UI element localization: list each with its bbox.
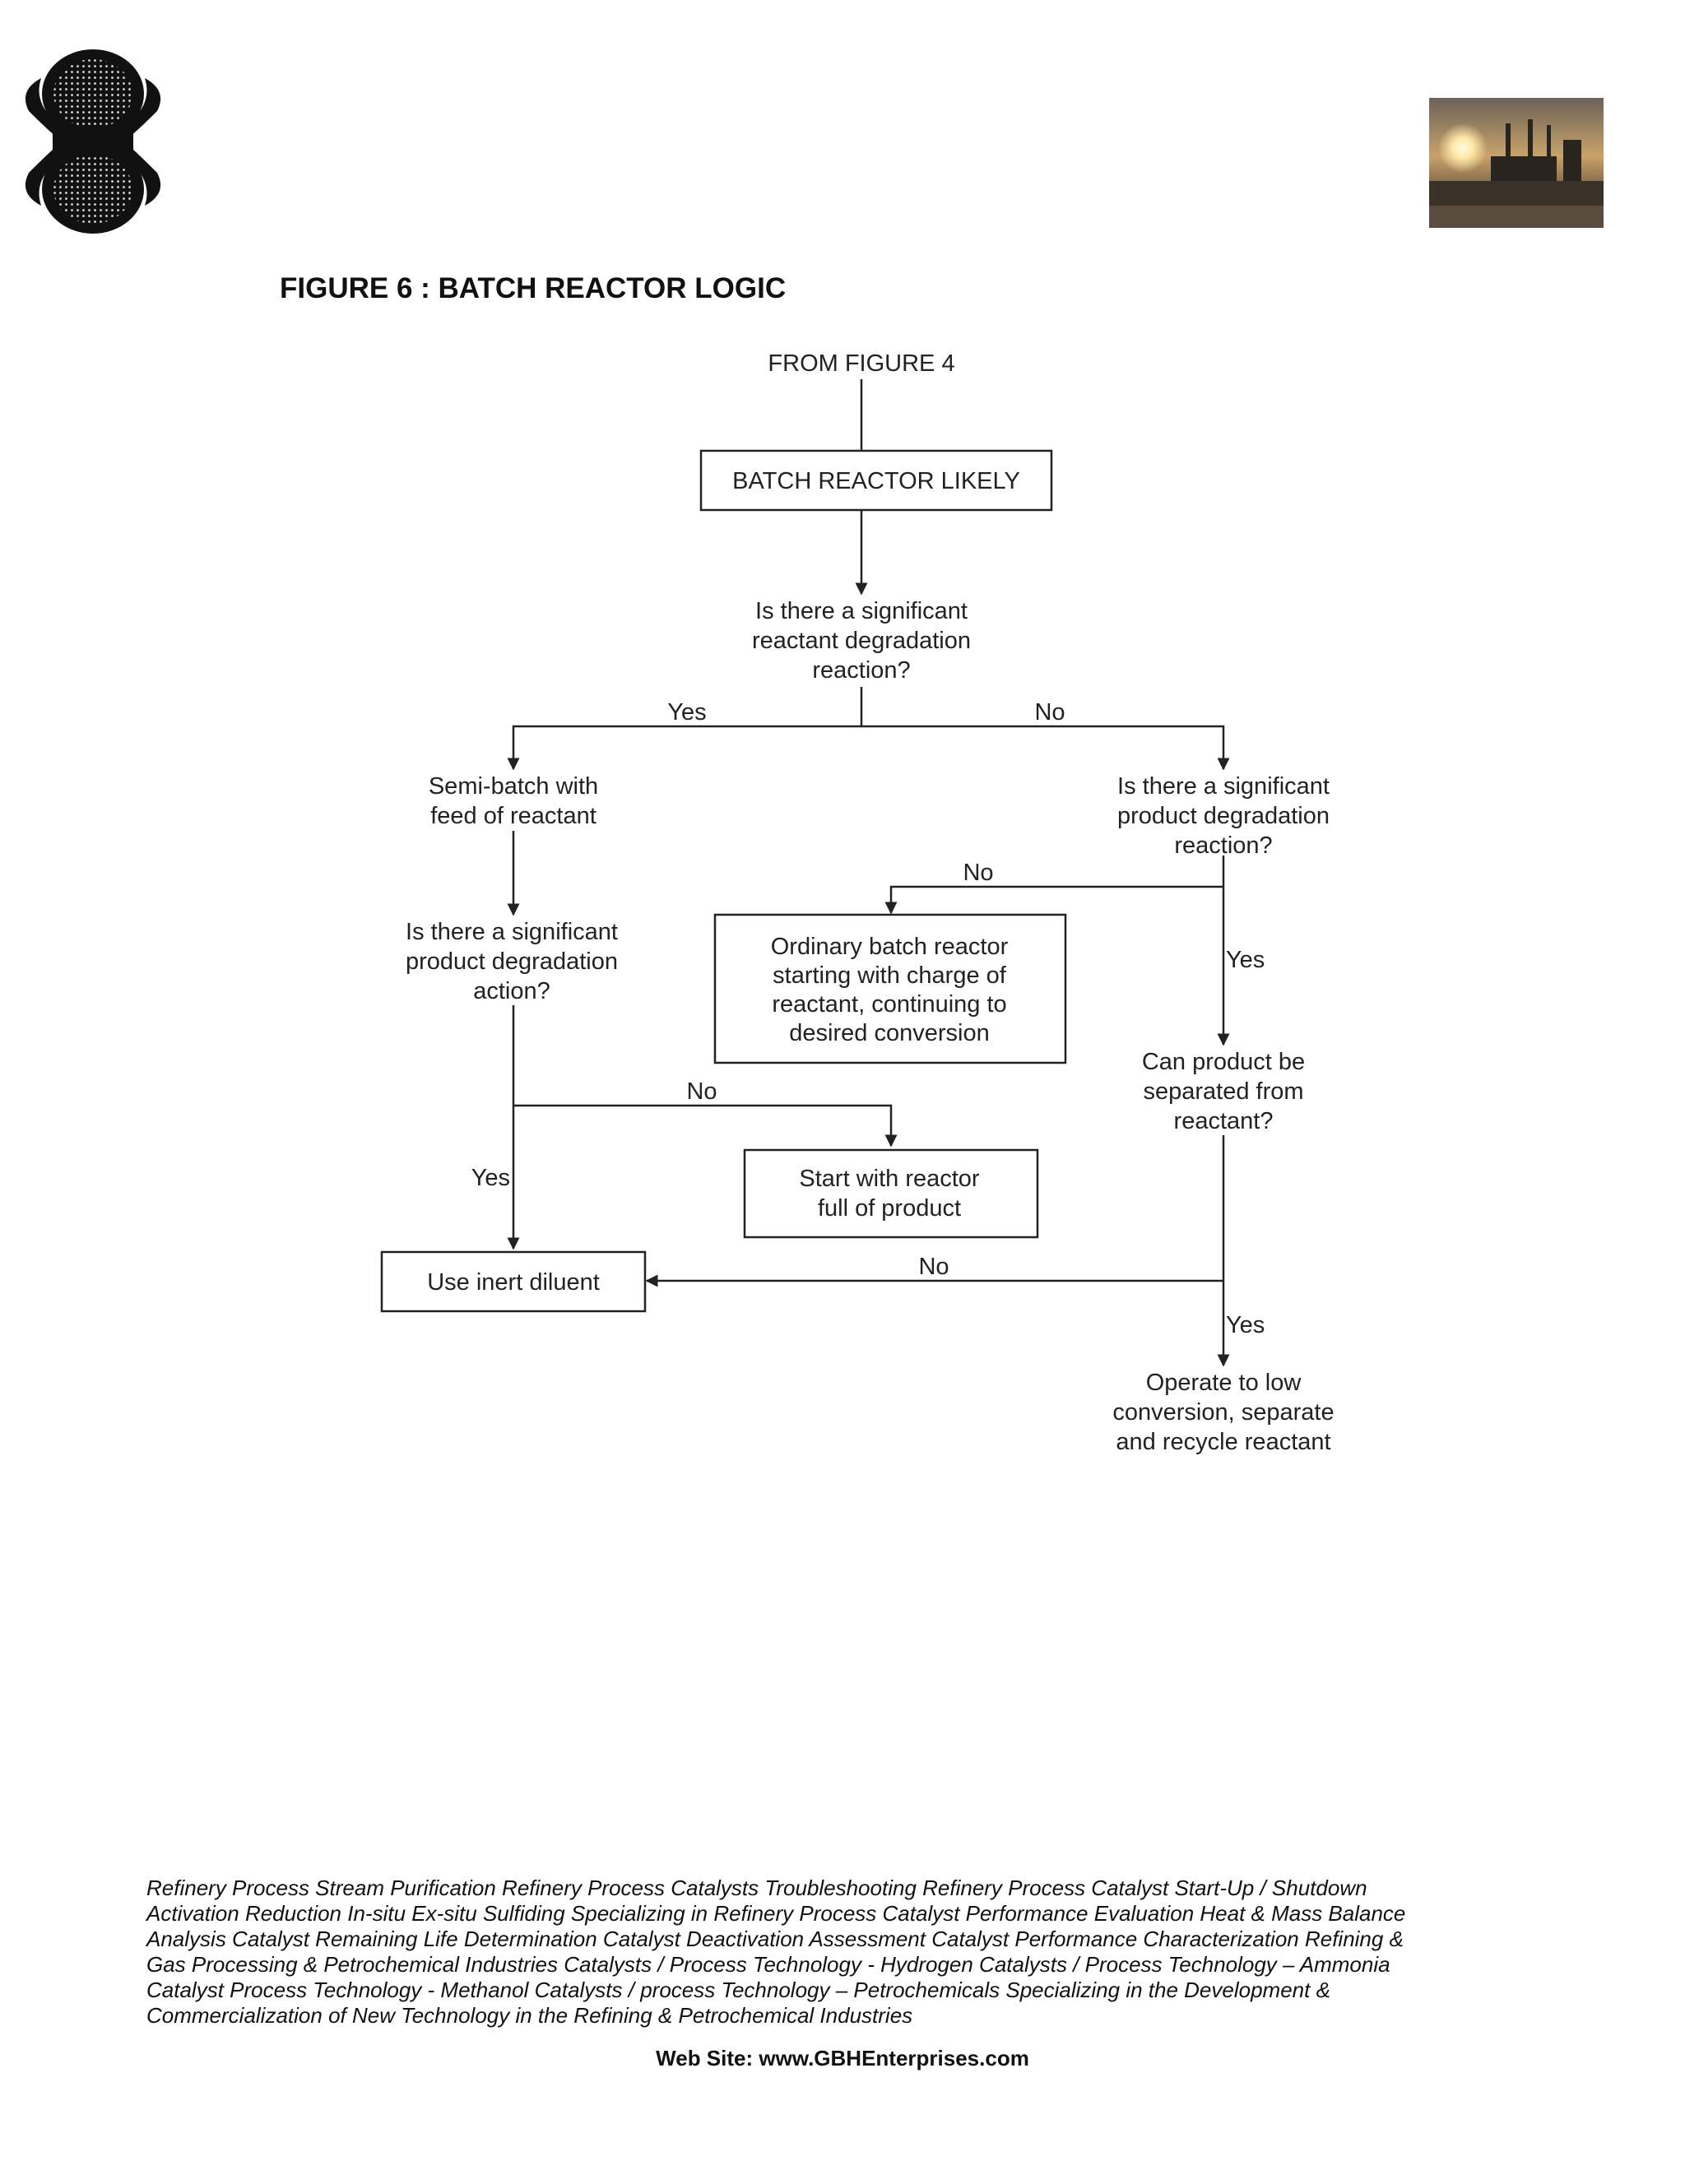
node-text-line: Start with reactor xyxy=(799,1166,980,1192)
edge-label-reactant-no: No xyxy=(1034,699,1065,726)
edge-label-separate-no: No xyxy=(918,1254,949,1280)
node-operate-low: Operate to low conversion, separate and re… xyxy=(1112,1370,1334,1455)
flowchart-edges xyxy=(507,379,1230,1367)
edge-label-product-left-no: No xyxy=(686,1078,717,1105)
box-start-full xyxy=(743,1148,1039,1239)
node-semi-batch: Semi-batch with feed of reactant xyxy=(429,773,598,829)
refinery-sunset-photo xyxy=(1429,98,1604,228)
node-text-line: product degradation xyxy=(1117,803,1330,829)
node-text-line: conversion, separate xyxy=(1112,1399,1334,1426)
node-text-line: desired conversion xyxy=(789,1020,989,1046)
node-text-line: Ordinary batch reactor xyxy=(771,934,1009,960)
node-text-line: Is there a significant xyxy=(406,919,618,945)
node-text-line: Is there a significant xyxy=(1117,773,1330,800)
box-inert-diluent xyxy=(380,1250,647,1313)
edge-product-right-no xyxy=(884,885,1223,915)
edge-label-reactant-yes: Yes xyxy=(667,699,706,726)
edge-reactant-no xyxy=(861,725,1230,771)
node-text-line: feed of reactant xyxy=(430,803,596,829)
edge-reactant-yes xyxy=(507,725,861,771)
gbh-logo-icon xyxy=(25,49,161,234)
node-inert-diluent: Use inert diluent xyxy=(427,1269,600,1296)
node-text-line: Operate to low xyxy=(1146,1370,1302,1396)
box-ordinary-batch xyxy=(713,913,1067,1064)
edge-label-product-right-no: No xyxy=(963,860,993,886)
node-text-line: Use inert diluent xyxy=(427,1269,600,1296)
node-text-line: separated from xyxy=(1143,1078,1303,1105)
node-q-product-degradation-left: Is there a significant product degradatio… xyxy=(406,919,618,1004)
edge-product-left-no xyxy=(513,1104,898,1148)
node-q-reactant-degradation: Is there a significant reactant degradati… xyxy=(752,598,971,684)
node-text-line: Semi-batch with xyxy=(429,773,598,800)
flowchart-node-texts: FROM FIGURE 4 BATCH REACTOR LIKELY Is th… xyxy=(406,350,1335,1455)
node-text-line: BATCH REACTOR LIKELY xyxy=(732,468,1020,494)
node-text-line: FROM FIGURE 4 xyxy=(768,350,954,377)
node-text-line: reactant? xyxy=(1174,1108,1274,1134)
footer-website: Web Site: www.GBHEnterprises.com xyxy=(656,2046,1029,2070)
edge-label-separate-yes: Yes xyxy=(1226,1312,1265,1338)
node-batch-likely: BATCH REACTOR LIKELY xyxy=(732,468,1020,494)
figure-title: FIGURE 6 : BATCH REACTOR LOGIC xyxy=(280,272,786,304)
node-text-line: reaction? xyxy=(812,657,910,684)
footer-services-text: Refinery Process Stream Purification Ref… xyxy=(146,1876,1406,2028)
node-q-separate: Can product be separated from reactant? xyxy=(1142,1049,1305,1134)
edge-labels: Yes No No Yes No Yes No Yes xyxy=(471,699,1265,1338)
node-text-line: and recycle reactant xyxy=(1116,1429,1330,1455)
edge-label-product-left-yes: Yes xyxy=(471,1165,510,1191)
node-text-line: full of product xyxy=(818,1195,961,1222)
node-text-line: reactant, continuing to xyxy=(772,991,1006,1018)
node-from-figure: FROM FIGURE 4 xyxy=(768,350,954,377)
node-text-line: Is there a significant xyxy=(755,598,968,624)
edge-label-product-right-yes: Yes xyxy=(1226,947,1265,973)
node-text-line: reactant degradation xyxy=(752,628,971,654)
flowchart-boxes xyxy=(380,449,1067,1313)
node-text-line: product degradation xyxy=(406,948,618,975)
node-text-line: Can product be xyxy=(1142,1049,1305,1075)
node-text-line: action? xyxy=(473,978,550,1004)
node-q-product-degradation-right: Is there a significant product degradatio… xyxy=(1117,773,1330,859)
box-batch-likely xyxy=(699,449,1053,512)
node-start-full: Start with reactor full of product xyxy=(799,1166,980,1222)
node-text-line: starting with charge of xyxy=(773,962,1007,989)
node-text-line: reaction? xyxy=(1174,832,1272,859)
